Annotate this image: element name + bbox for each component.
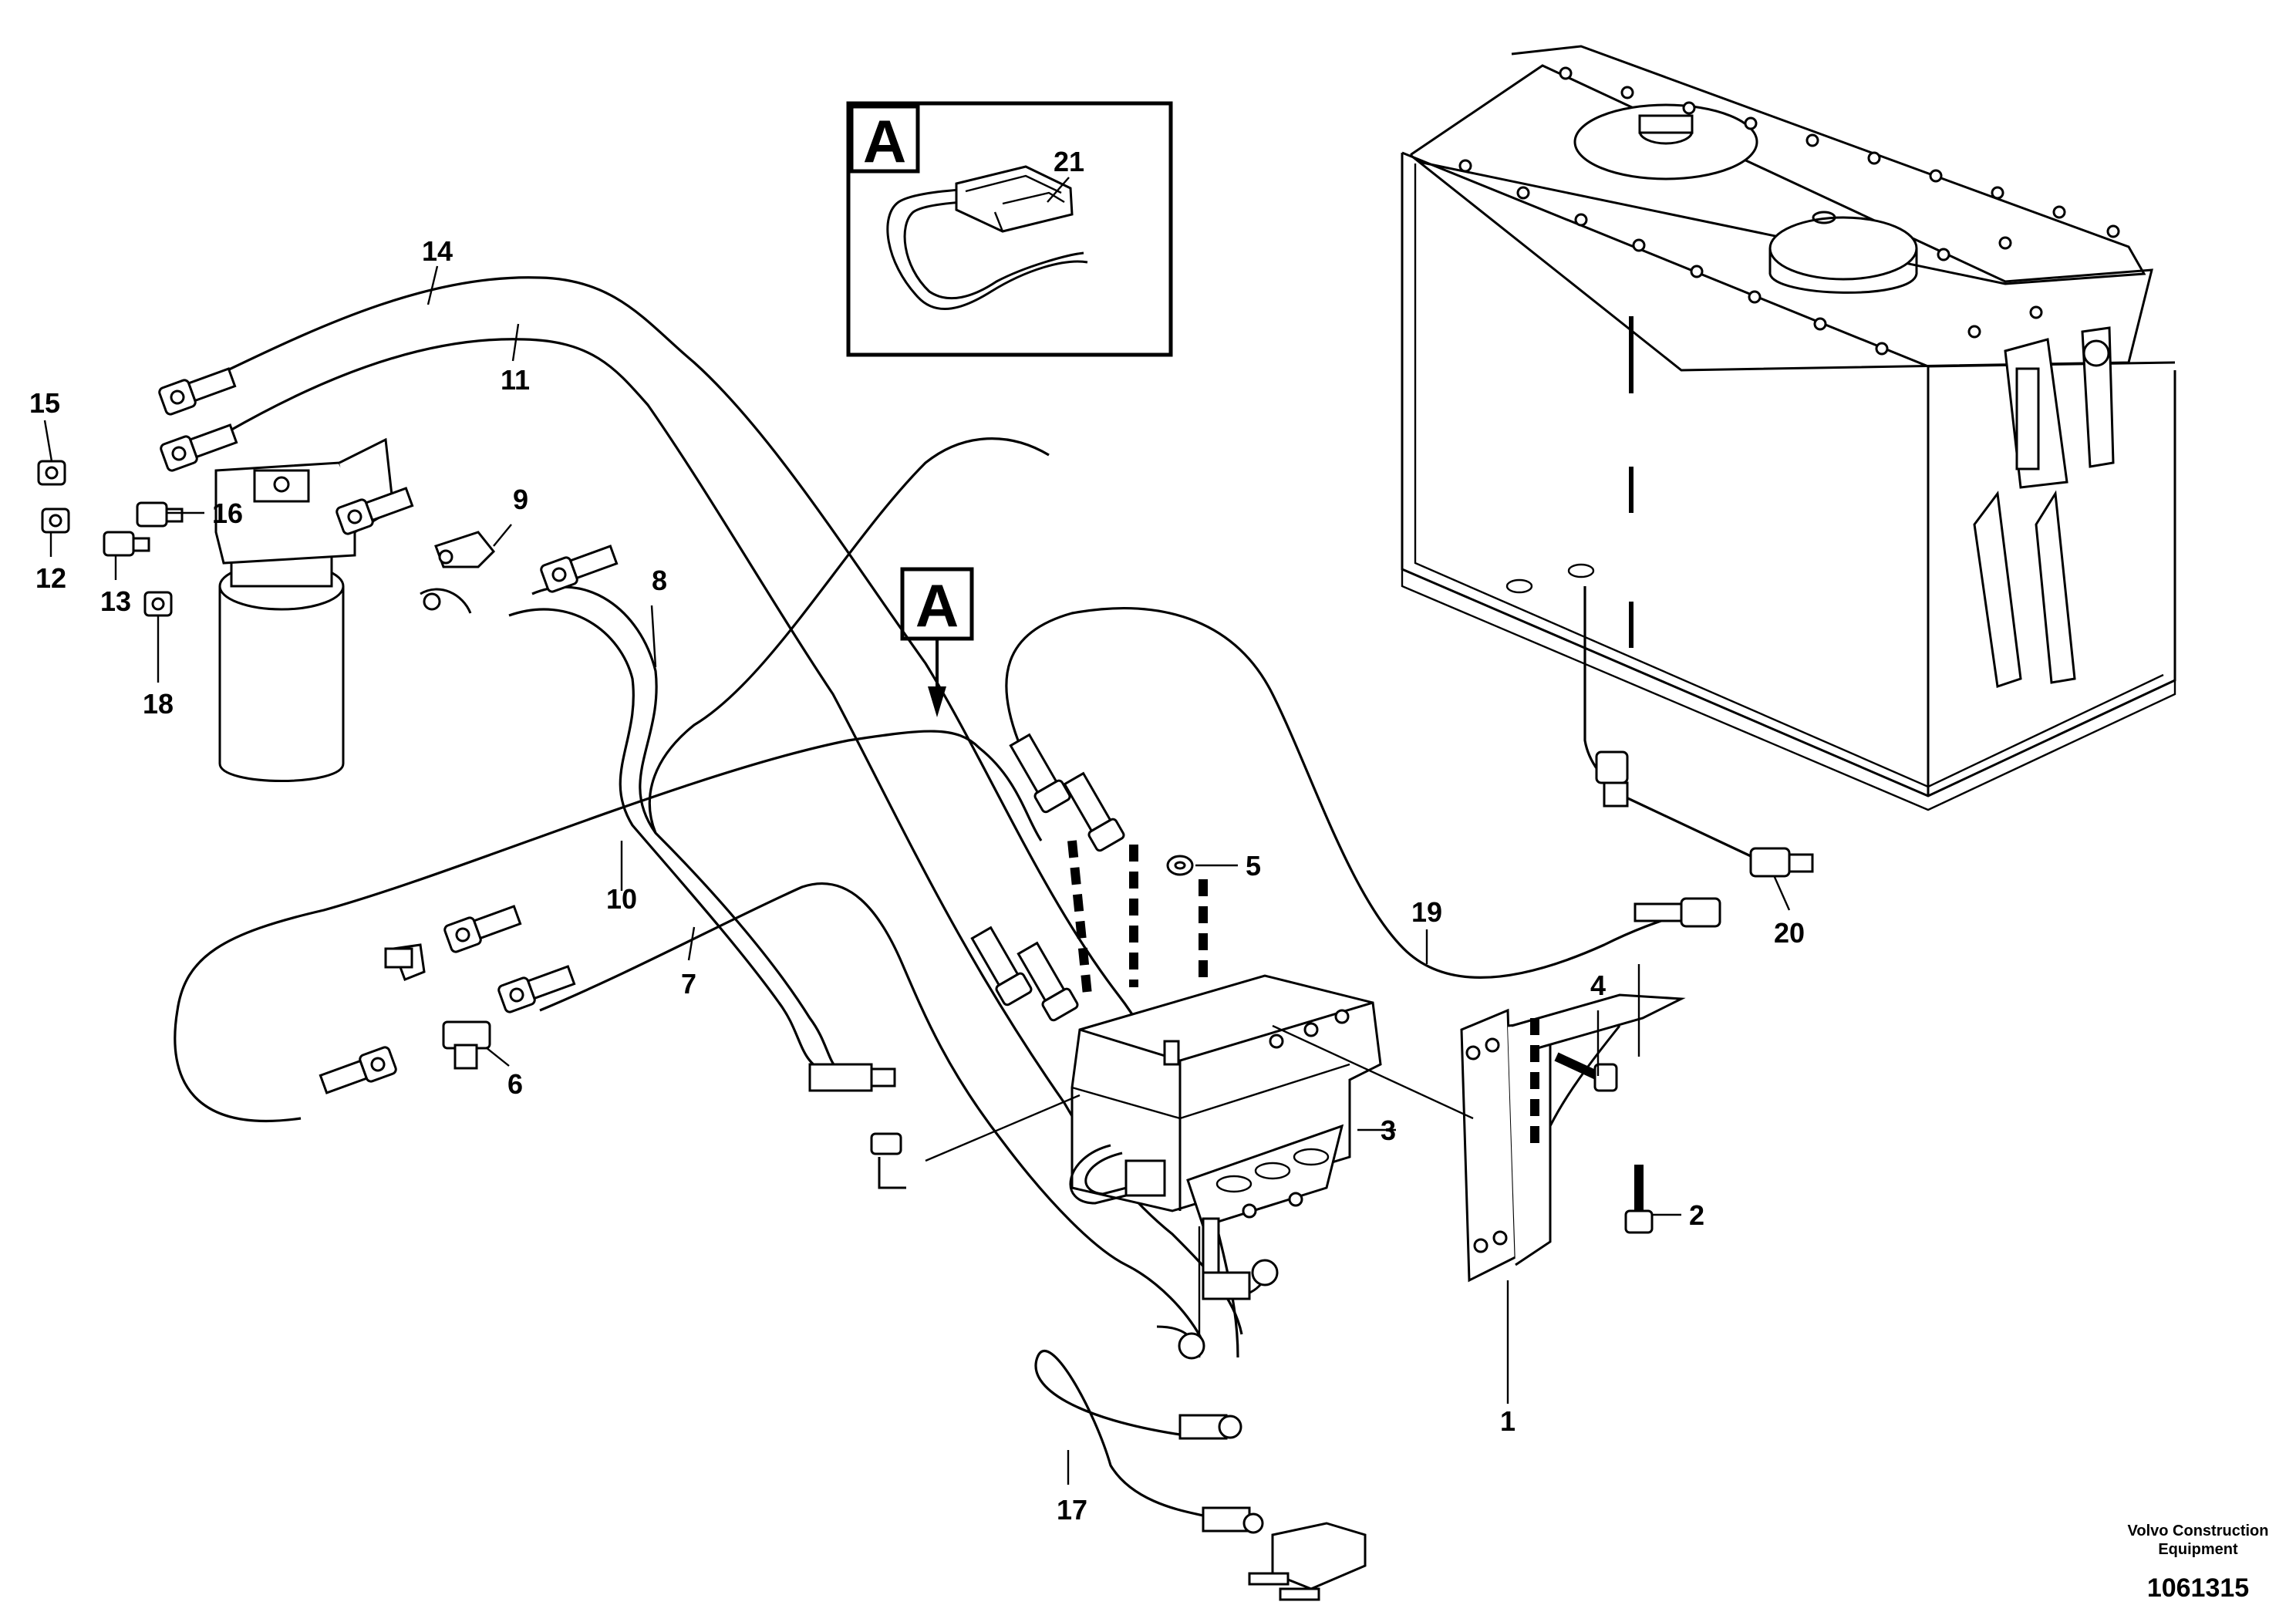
callout-11: 11 — [501, 364, 530, 396]
section-marker-a: A — [900, 567, 974, 717]
detail-label-box — [849, 104, 920, 174]
bolt-2 — [1624, 1165, 1654, 1234]
callout-10: 10 — [606, 883, 637, 915]
hose-10 — [174, 730, 1043, 1123]
callout-19: 19 — [1411, 896, 1442, 928]
hydraulic-tank — [1401, 45, 2176, 811]
callout-18: 18 — [143, 688, 174, 720]
brand-line-2: Equipment — [2158, 1541, 2238, 1558]
bottom-valve — [1248, 1522, 1367, 1601]
callout-14: 14 — [422, 235, 453, 267]
washer-5 — [1166, 855, 1194, 876]
section-marker-label: A — [915, 572, 959, 639]
callout-20: 20 — [1774, 917, 1805, 949]
callout-3: 3 — [1381, 1114, 1396, 1146]
detail-view-a: A 21 — [846, 101, 1173, 357]
strap-clamp — [886, 165, 1088, 310]
callout-5: 5 — [1246, 850, 1261, 882]
fitting-15 — [37, 460, 66, 486]
assembly-guides — [925, 840, 1539, 1357]
detail-label: A — [863, 107, 906, 175]
hose-7 — [539, 882, 1205, 1343]
fitting-6 — [442, 1020, 491, 1070]
callout-6: 6 — [507, 1068, 523, 1100]
hose-8 — [531, 585, 857, 1081]
tank-filler-cap — [1768, 216, 1918, 281]
callout-7: 7 — [681, 968, 696, 1000]
callout-13: 13 — [100, 585, 131, 617]
filter-assembly — [214, 437, 395, 782]
callout-12: 12 — [35, 562, 66, 594]
fitting-18 — [143, 591, 173, 617]
hose-17 — [1034, 1350, 1204, 1517]
leader-21 — [1047, 177, 1070, 203]
fitting-16 — [136, 501, 184, 528]
hose-lines — [174, 276, 1752, 1517]
drawing-number: 1061315 — [2147, 1573, 2249, 1603]
footer: Volvo Construction Equipment 1061315 — [2128, 1523, 2269, 1603]
leader-lines — [43, 265, 1791, 1485]
fitting-20 — [1749, 847, 1814, 878]
callout-8: 8 — [652, 565, 667, 596]
callout-2: 2 — [1689, 1199, 1704, 1231]
fitting-13 — [103, 531, 150, 557]
mounting-bracket — [1460, 964, 1686, 1283]
fitting-9 — [434, 531, 496, 568]
callouts: 14 11 15 16 12 13 18 9 8 10 7 6 5 3 4 2 … — [29, 235, 1805, 1526]
callout-21: 21 — [1054, 146, 1084, 177]
brand-line-1: Volvo Construction — [2128, 1523, 2269, 1539]
callout-1: 1 — [1500, 1405, 1515, 1437]
valve-block — [1069, 974, 1382, 1297]
fittings — [37, 367, 1814, 1601]
hose-19 — [1005, 607, 1682, 980]
callout-4: 4 — [1590, 969, 1606, 1001]
callout-15: 15 — [29, 387, 60, 419]
callout-16: 16 — [212, 497, 243, 529]
callout-17: 17 — [1057, 1494, 1087, 1526]
tank-lid-bolts — [1458, 66, 2120, 356]
fitting-12 — [41, 508, 70, 534]
callout-9: 9 — [513, 484, 528, 515]
bolt-4 — [1554, 1052, 1618, 1092]
detail-frame — [846, 101, 1173, 357]
